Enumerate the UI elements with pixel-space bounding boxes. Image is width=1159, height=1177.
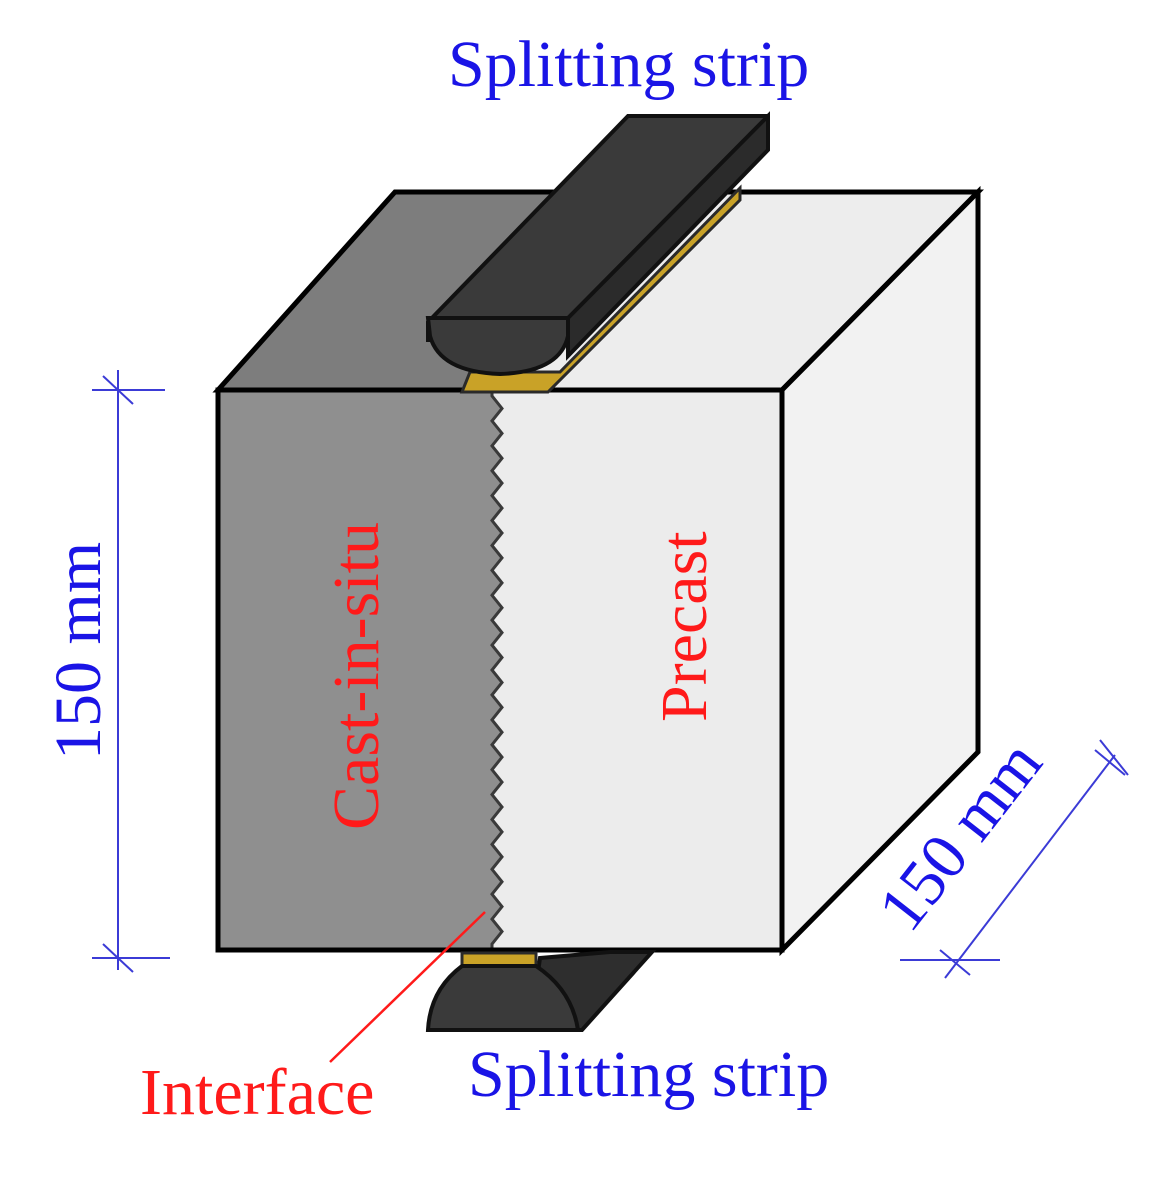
interface-line bbox=[490, 390, 504, 950]
interface-label: Interface bbox=[140, 1056, 374, 1129]
top-strip-end-face bbox=[425, 316, 570, 377]
depth-dim-ext-top bbox=[1099, 739, 1129, 776]
height-dim-tick-bottom bbox=[102, 943, 134, 973]
top-splitting-strip bbox=[425, 111, 770, 394]
depth-dim-tick-top bbox=[1094, 749, 1126, 776]
cast-in-situ-label: Cast-in-situ bbox=[320, 522, 393, 830]
cube-front-cast-in-situ bbox=[218, 390, 502, 950]
depth-dim-tick-bottom bbox=[939, 949, 971, 976]
interface-leader bbox=[329, 911, 486, 1063]
height-dim-label: 150 mm bbox=[42, 542, 115, 760]
depth-dimension bbox=[900, 739, 1129, 979]
depth-dim-line bbox=[944, 754, 1116, 979]
height-dimension bbox=[92, 370, 170, 973]
concrete-cube bbox=[212, 185, 984, 957]
cube-front-precast bbox=[490, 390, 782, 950]
bottom-splitting-strip bbox=[425, 950, 657, 1032]
bottom-strip-label: Splitting strip bbox=[468, 1038, 829, 1111]
top-strip-side-face bbox=[566, 111, 770, 361]
top-strip-label: Splitting strip bbox=[448, 28, 809, 101]
precast-label: Precast bbox=[648, 531, 721, 722]
bottom-strip-end-face bbox=[425, 964, 581, 1032]
height-dim-tick-top bbox=[102, 375, 134, 405]
